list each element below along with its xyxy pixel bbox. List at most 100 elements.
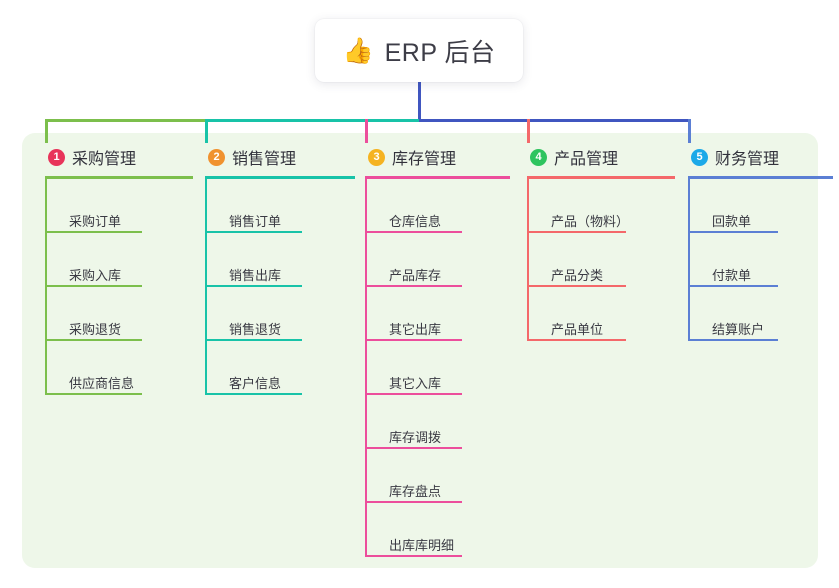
branch-header-财务管理[interactable]: 5 财务管理 [688, 145, 833, 169]
branch-column-3: 3 库存管理仓库信息产品库存其它出库其它入库库存调拨库存盘点出库库明细 [365, 145, 510, 557]
branch-items-产品管理: 产品（物料） 产品分类产品单位 [527, 179, 675, 341]
branch-header-rule [527, 176, 675, 179]
branch-header-rule [45, 176, 193, 179]
branch-item[interactable]: 产品库存 [365, 233, 510, 287]
root-trunk-connector [418, 82, 421, 122]
branch-drop-2 [205, 119, 208, 143]
branch-item-label: 采购退货 [69, 321, 122, 337]
branch-item-label: 其它入库 [389, 375, 442, 391]
branch-items-财务管理: 回款单付款单结算账户 [688, 179, 833, 341]
branch-item[interactable]: 仓库信息 [365, 179, 510, 233]
branch-item[interactable]: 其它出库 [365, 287, 510, 341]
branch-item-rule [688, 285, 778, 287]
branch-item-rule [688, 339, 778, 341]
branch-item[interactable]: 客户信息 [205, 341, 355, 395]
branch-title: 财务管理 [715, 151, 780, 168]
branch-item[interactable]: 销售退货 [205, 287, 355, 341]
branch-item-label: 销售出库 [229, 267, 282, 283]
branch-column-5: 5 财务管理回款单付款单结算账户 [688, 145, 833, 341]
branch-item-rule [205, 393, 302, 395]
branch-header-rule [365, 176, 510, 179]
branch-bar-segment-3 [419, 119, 690, 122]
branch-item-rule [205, 231, 302, 233]
branch-item-label: 采购入库 [69, 267, 122, 283]
branch-drop-3 [365, 119, 368, 143]
branch-item[interactable]: 出库库明细 [365, 503, 510, 557]
branch-item-rule [45, 393, 142, 395]
branch-title: 产品管理 [554, 151, 619, 168]
branch-header-库存管理[interactable]: 3 库存管理 [365, 145, 510, 169]
branch-item-label: 产品库存 [389, 267, 442, 283]
branch-bar-segment-1 [45, 119, 205, 122]
branch-number-badge: 4 [530, 148, 547, 166]
branch-item-label: 回款单 [712, 213, 752, 229]
branches-panel [22, 133, 818, 568]
branch-number-badge: 1 [48, 148, 65, 166]
branch-item-label: 库存盘点 [389, 483, 442, 499]
branch-item-label: 付款单 [712, 267, 752, 283]
branch-item-rule [527, 339, 626, 341]
branch-item[interactable]: 结算账户 [688, 287, 833, 341]
branch-item[interactable]: 回款单 [688, 179, 833, 233]
branch-header-rule [205, 176, 355, 179]
branch-item-label: 库存调拨 [389, 429, 442, 445]
branch-spine [205, 179, 207, 395]
branch-item-label: 销售退货 [229, 321, 282, 337]
branch-item[interactable]: 供应商信息 [45, 341, 193, 395]
branch-item[interactable]: 采购退货 [45, 287, 193, 341]
branch-item-label: 客户信息 [229, 375, 282, 391]
branch-bar-segment-2 [205, 119, 419, 122]
branch-drop-1 [45, 119, 48, 143]
branch-item[interactable]: 采购订单 [45, 179, 193, 233]
branch-item-label: 其它出库 [389, 321, 442, 337]
branch-column-4: 4 产品管理产品（物料） 产品分类产品单位 [527, 145, 675, 341]
root-title: ERP 后台 [384, 38, 496, 67]
branch-header-销售管理[interactable]: 2 销售管理 [205, 145, 355, 169]
branch-item-label: 出库库明细 [389, 537, 455, 553]
branch-item-label: 供应商信息 [69, 375, 135, 391]
branch-item-label: 结算账户 [712, 321, 765, 337]
branch-drop-4 [527, 119, 530, 143]
branch-item-label: 产品（物料） [551, 213, 630, 229]
branch-number-badge: 2 [208, 148, 225, 166]
branch-number-badge: 3 [368, 148, 385, 166]
branch-item[interactable]: 销售订单 [205, 179, 355, 233]
branch-drop-5 [688, 119, 691, 143]
branch-item[interactable]: 产品单位 [527, 287, 675, 341]
branch-item-label: 产品分类 [551, 267, 604, 283]
branch-spine [688, 179, 690, 341]
branch-item-rule [527, 231, 626, 233]
branch-item-rule [365, 285, 462, 287]
branch-items-采购管理: 采购订单采购入库采购退货供应商信息 [45, 179, 193, 395]
branch-item[interactable]: 付款单 [688, 233, 833, 287]
branch-header-产品管理[interactable]: 4 产品管理 [527, 145, 675, 169]
branch-item-label: 销售订单 [229, 213, 282, 229]
branch-item[interactable]: 采购入库 [45, 233, 193, 287]
branch-spine [45, 179, 47, 395]
branch-item[interactable]: 销售出库 [205, 233, 355, 287]
branch-header-rule [688, 176, 833, 179]
root-node[interactable]: 👍 ERP 后台 [315, 19, 523, 82]
branch-item[interactable]: 产品（物料） [527, 179, 675, 233]
branch-item[interactable]: 库存盘点 [365, 449, 510, 503]
branch-items-销售管理: 销售订单销售出库销售退货客户信息 [205, 179, 355, 395]
branch-title: 销售管理 [232, 151, 297, 168]
branch-item[interactable]: 其它入库 [365, 341, 510, 395]
branch-item-rule [365, 339, 462, 341]
branch-item-rule [45, 231, 142, 233]
branch-item-rule [365, 231, 462, 233]
branch-item-rule [45, 285, 142, 287]
branch-item[interactable]: 产品分类 [527, 233, 675, 287]
branch-item[interactable]: 库存调拨 [365, 395, 510, 449]
branch-item-rule [688, 231, 778, 233]
branch-number-badge: 5 [691, 148, 708, 166]
branch-item-rule [205, 339, 302, 341]
branch-title: 库存管理 [392, 151, 457, 168]
branch-item-rule [205, 285, 302, 287]
branch-item-rule [365, 447, 462, 449]
branch-spine [365, 179, 367, 557]
branch-spine [527, 179, 529, 341]
